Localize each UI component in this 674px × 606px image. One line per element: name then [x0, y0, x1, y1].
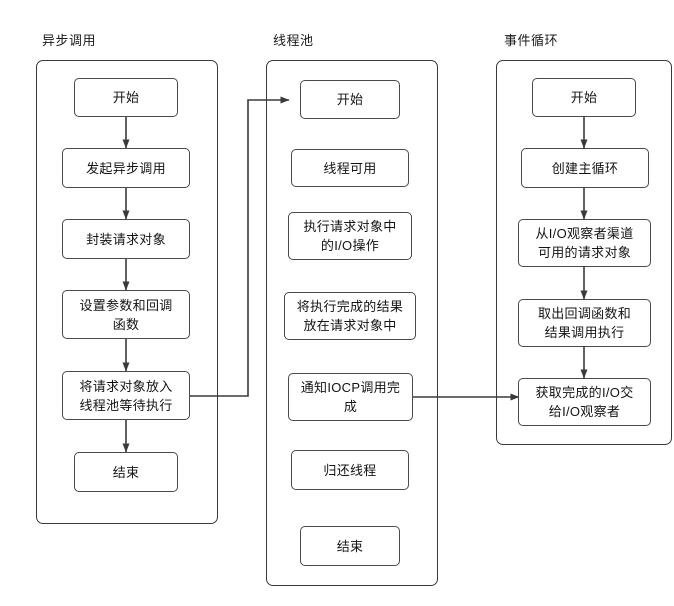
node-pool-start[interactable]: 开始: [300, 80, 400, 119]
node-create-main-loop[interactable]: 创建主循环: [521, 148, 649, 188]
node-execute-io-operation[interactable]: 执行请求对象中 的I/O操作: [288, 212, 412, 260]
node-loop-start[interactable]: 开始: [532, 78, 636, 117]
node-set-params-and-callback[interactable]: 设置参数和回调 函数: [62, 290, 190, 339]
node-return-thread[interactable]: 归还线程: [291, 450, 409, 490]
node-async-start[interactable]: 开始: [74, 78, 178, 117]
lane-title-async-call: 异步调用: [42, 33, 97, 48]
node-hand-io-to-observer[interactable]: 获取完成的I/O交 给I/O观察者: [518, 378, 651, 426]
node-invoke-callback-with-result[interactable]: 取出回调函数和 结果调用执行: [518, 299, 651, 347]
lane-title-thread-pool: 线程池: [273, 33, 314, 48]
node-enqueue-to-thread-pool[interactable]: 将请求对象放入 线程池等待执行: [62, 371, 190, 420]
node-store-result-in-request[interactable]: 将执行完成的结果 放在请求对象中: [284, 292, 416, 340]
node-get-request-from-observer[interactable]: 从I/O观察者渠道 可用的请求对象: [518, 219, 651, 267]
node-wrap-request-object[interactable]: 封装请求对象: [62, 219, 190, 259]
node-async-end[interactable]: 结束: [74, 452, 178, 492]
node-thread-available[interactable]: 线程可用: [291, 149, 409, 187]
node-notify-iocp-complete[interactable]: 通知IOCP调用完 成: [288, 373, 413, 421]
lane-container-event-loop: [496, 60, 672, 445]
node-pool-end[interactable]: 结束: [300, 526, 400, 566]
lane-title-event-loop: 事件循环: [504, 33, 559, 48]
node-initiate-async-call[interactable]: 发起异步调用: [62, 148, 190, 188]
